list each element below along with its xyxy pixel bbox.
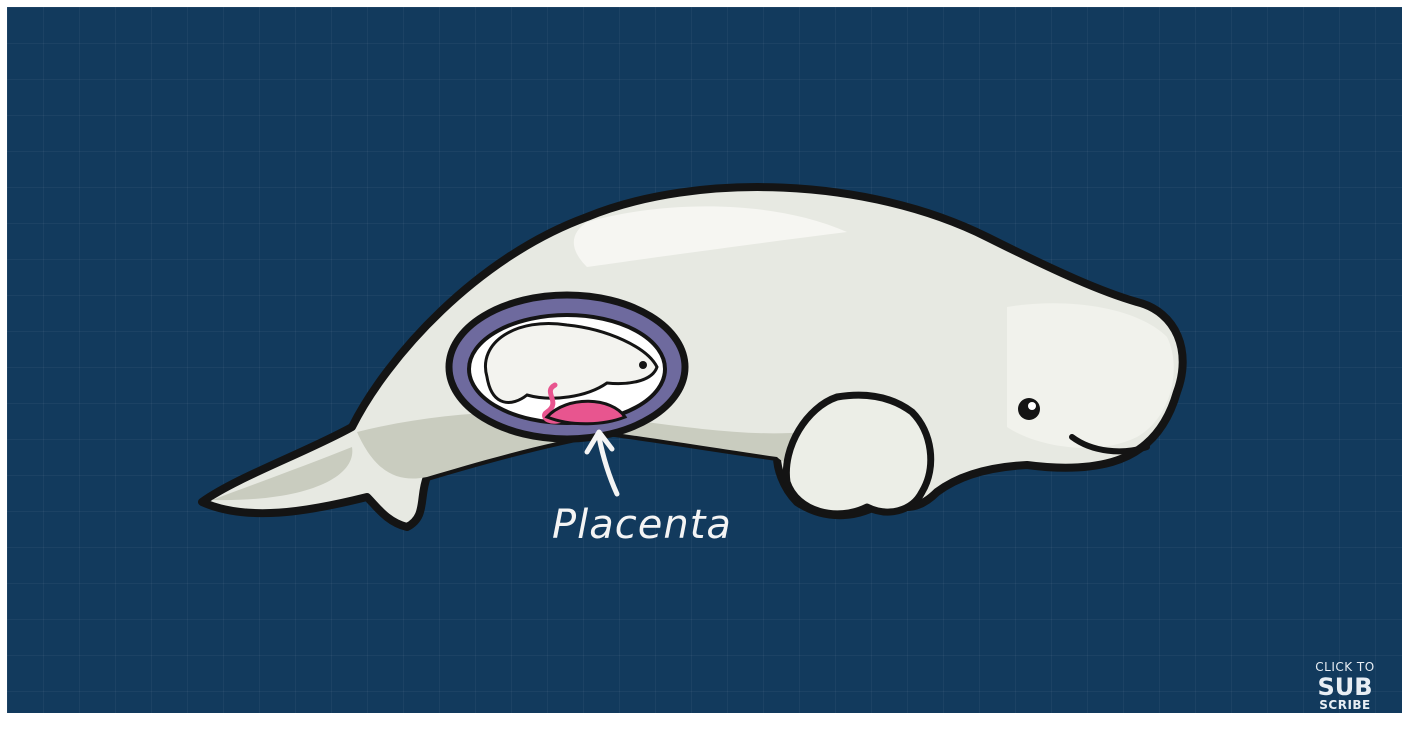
eye-icon [1018,398,1040,420]
whale-head [1007,303,1174,448]
placenta-label: Placenta [552,502,732,548]
subscribe-line-1: CLICK TO [1310,661,1380,673]
whale-diagram [7,7,1402,713]
whale-flipper [786,395,930,514]
subscribe-badge[interactable]: CLICK TO SUB SCRIBE [1310,661,1380,711]
fetus-eye [639,361,647,369]
subscribe-line-2: SUB [1310,675,1380,699]
video-frame: Placenta CLICK TO SUB SCRIBE [7,7,1402,713]
subscribe-line-3: SCRIBE [1310,699,1380,711]
